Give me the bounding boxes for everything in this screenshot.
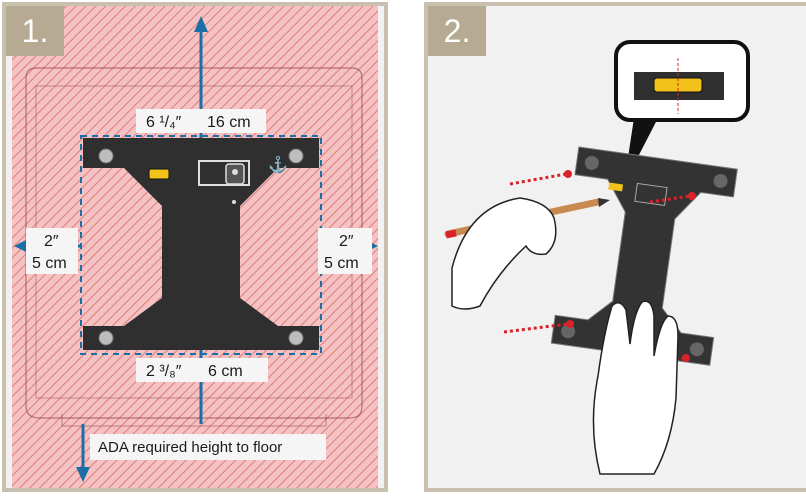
arrow-left-icon	[14, 239, 28, 253]
floor-note: ADA required height to floor	[98, 439, 282, 456]
left-dimension-box	[26, 228, 78, 274]
screw-icon	[288, 330, 304, 346]
left-dimension-imperial: 2″	[44, 233, 59, 250]
step-badge: 1.	[6, 6, 64, 56]
step-badge: 2.	[428, 6, 486, 56]
right-dimension-box	[318, 228, 372, 274]
right-dimension-metric: 5 cm	[324, 255, 359, 272]
step-2-illustration	[444, 40, 750, 475]
arrow-up-icon	[194, 16, 208, 32]
floor-note-box	[90, 434, 326, 460]
step-1-illustration: ⚓ 6 ¹/₄″ 16 cm 2″ 5 cm 2″ 5 cm 2 ³/₈″ 6 …	[12, 6, 378, 488]
bottom-dimension-imperial: 2 ³/₈″	[146, 363, 182, 380]
hand-icon	[451, 197, 557, 310]
step-1-panel: ⚓ 6 ¹/₄″ 16 cm 2″ 5 cm 2″ 5 cm 2 ³/₈″ 6 …	[2, 2, 388, 492]
top-dimension-imperial: 6 ¹/₄″	[146, 114, 182, 131]
top-dimension-box	[136, 109, 266, 133]
level-icon	[148, 168, 170, 180]
screw-icon	[288, 148, 304, 164]
arrow-down-icon	[76, 467, 90, 482]
right-dimension-imperial: 2″	[339, 233, 354, 250]
device-outline	[25, 67, 363, 419]
hand-icon	[592, 300, 679, 475]
screw-icon	[98, 330, 114, 346]
bottom-dimension-metric: 6 cm	[208, 363, 243, 380]
mounting-bracket	[550, 146, 738, 366]
screw-icon	[98, 148, 114, 164]
step-2-panel: 2.	[424, 2, 806, 492]
left-dimension-metric: 5 cm	[32, 255, 67, 272]
bottom-dimension-box	[136, 358, 268, 382]
top-dimension-metric: 16 cm	[207, 114, 251, 131]
marker-leaders	[503, 172, 691, 368]
anchor-icon: ⚓	[268, 155, 288, 174]
mounting-bracket	[83, 138, 319, 350]
